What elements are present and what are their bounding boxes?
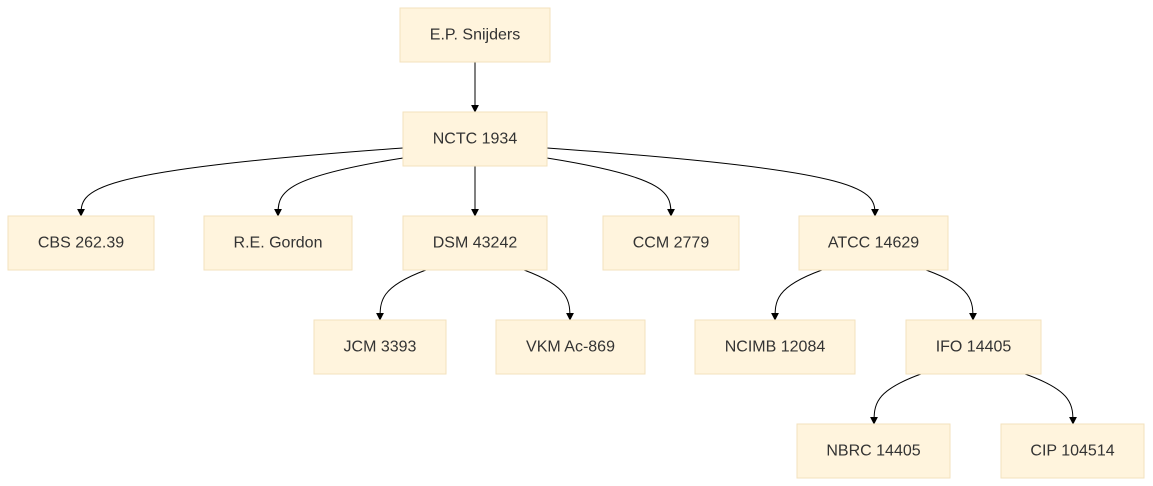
node-nbrc: NBRC 14405 <box>796 423 951 479</box>
edge-nctc-to-gordon <box>274 157 404 217</box>
node-ccm: CCM 2779 <box>602 215 740 271</box>
node-label: VKM Ac-869 <box>526 339 615 356</box>
node-label: DSM 43242 <box>433 235 518 252</box>
node-cip: CIP 104514 <box>1000 423 1145 479</box>
node-atcc: ATCC 14629 <box>798 215 949 271</box>
node-label: ATCC 14629 <box>828 235 919 252</box>
node-box <box>796 423 951 479</box>
node-box <box>402 111 548 167</box>
edge-ifo-to-cip <box>1024 373 1077 425</box>
node-nctc: NCTC 1934 <box>402 111 548 167</box>
node-box <box>399 7 551 63</box>
node-box <box>313 319 447 375</box>
edge-nctc-to-ccm <box>546 157 675 217</box>
node-label: CCM 2779 <box>633 235 710 252</box>
node-dsm: DSM 43242 <box>402 215 548 271</box>
edge-dsm-to-jcm <box>376 269 427 321</box>
edge-nctc-to-atcc <box>546 147 879 217</box>
node-box <box>7 215 155 271</box>
node-box <box>203 215 353 271</box>
node-ifo: IFO 14405 <box>905 319 1042 375</box>
node-label: IFO 14405 <box>936 339 1012 356</box>
node-box <box>694 319 856 375</box>
node-label: R.E. Gordon <box>234 235 323 252</box>
edge-nctc-to-cbs <box>77 147 404 217</box>
edge-atcc-to-ncimb <box>771 269 823 321</box>
node-label: NCTC 1934 <box>433 131 518 148</box>
edge-dsm-to-vkm <box>523 269 574 321</box>
node-box <box>402 215 548 271</box>
node-label: JCM 3393 <box>344 339 417 356</box>
node-label: CBS 262.39 <box>38 235 124 252</box>
node-vkm: VKM Ac-869 <box>495 319 646 375</box>
node-gordon: R.E. Gordon <box>203 215 353 271</box>
node-box <box>495 319 646 375</box>
edges <box>77 62 1077 425</box>
edge-ifo-to-nbrc <box>870 373 922 425</box>
node-box <box>602 215 740 271</box>
node-ncimb: NCIMB 12084 <box>694 319 856 375</box>
node-box <box>1000 423 1145 479</box>
node-jcm: JCM 3393 <box>313 319 447 375</box>
edge-atcc-to-ifo <box>925 269 977 321</box>
node-cbs: CBS 262.39 <box>7 215 155 271</box>
node-box <box>905 319 1042 375</box>
node-box <box>798 215 949 271</box>
node-label: E.P. Snijders <box>430 27 520 44</box>
node-label: NBRC 14405 <box>826 443 920 460</box>
node-label: CIP 104514 <box>1030 443 1114 460</box>
node-snijders: E.P. Snijders <box>399 7 551 63</box>
node-label: NCIMB 12084 <box>725 339 826 356</box>
